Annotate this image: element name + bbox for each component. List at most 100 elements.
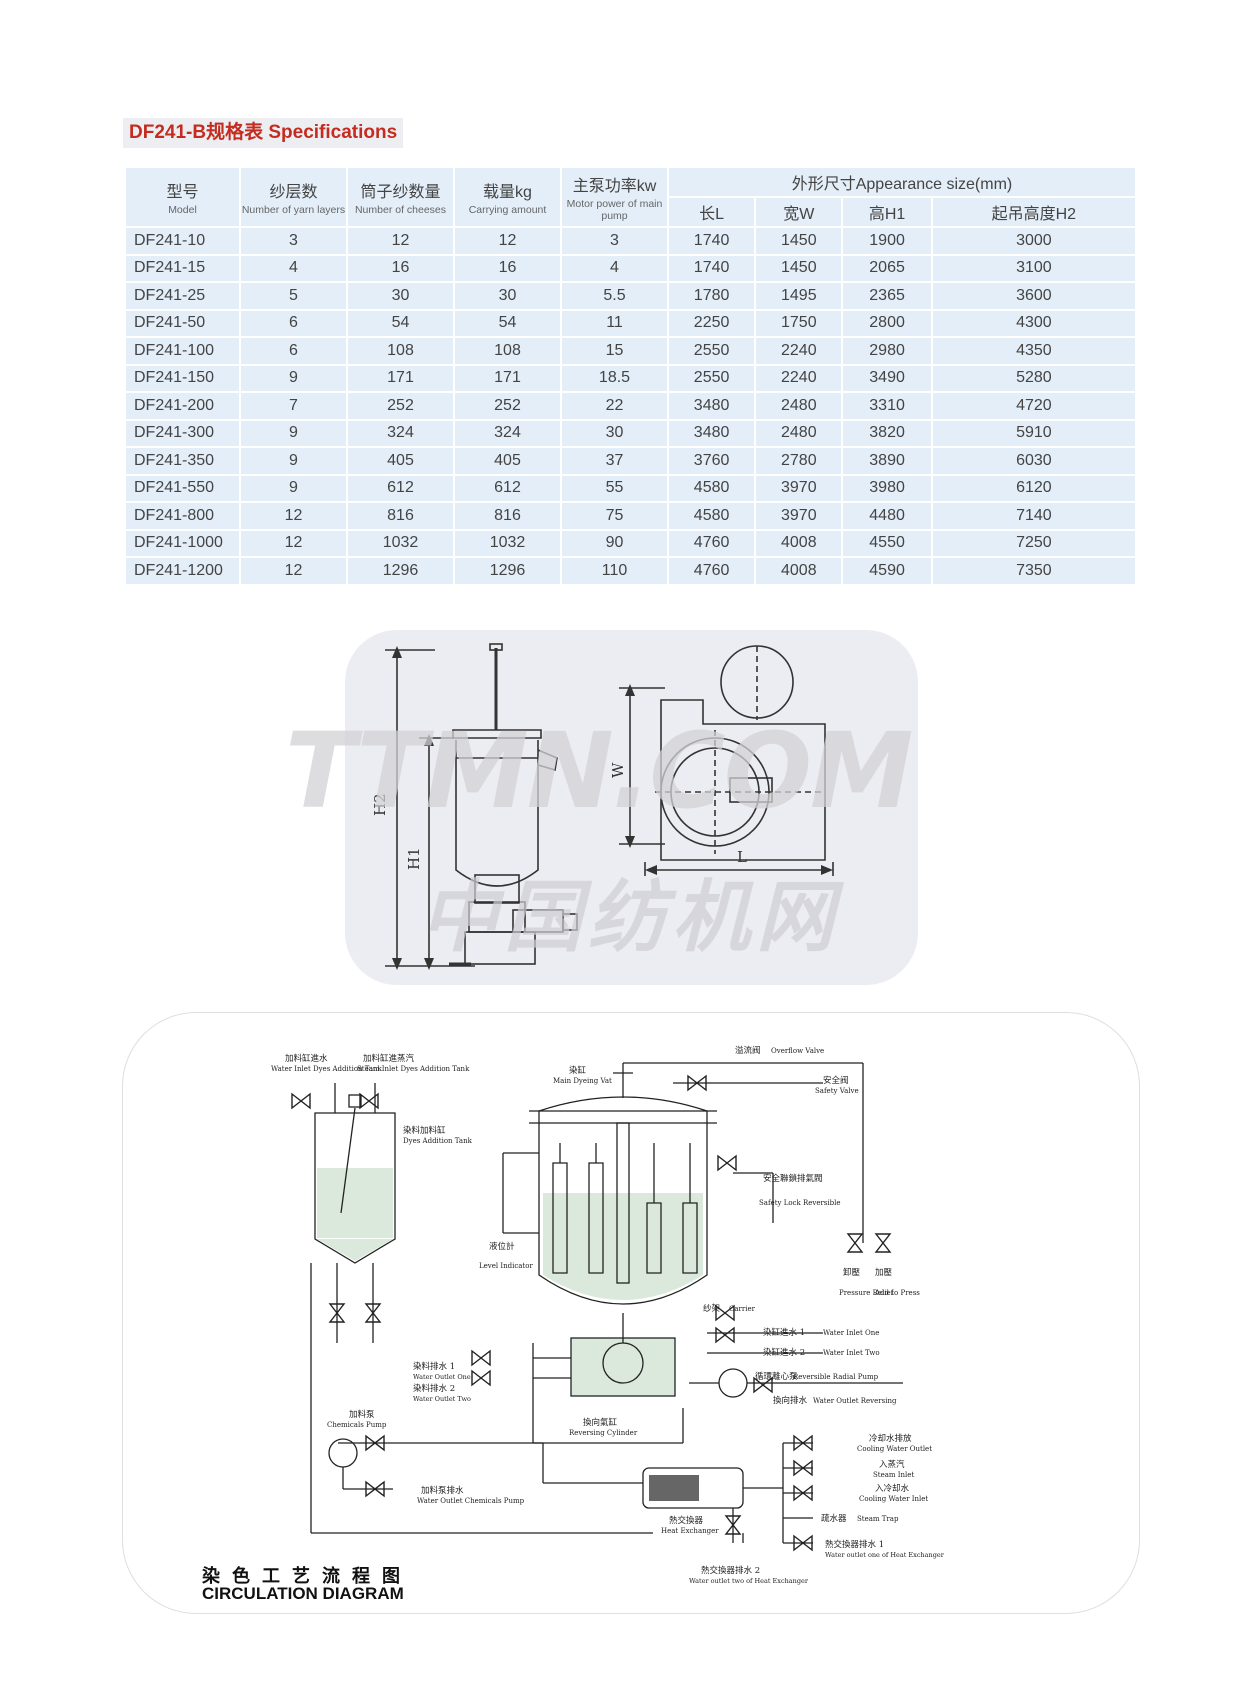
table-cell: 108 [348, 338, 453, 364]
diagram-caption-cn: 染色工艺流程图 [202, 1566, 412, 1587]
col-length: 长L [669, 198, 755, 226]
svg-text:Safety Valve: Safety Valve [815, 1087, 859, 1095]
table-cell: 5 [241, 283, 346, 309]
svg-text:染料排水 2: 染料排水 2 [413, 1383, 455, 1394]
table-cell: 4550 [843, 530, 931, 556]
table-cell: 2550 [669, 365, 755, 391]
col-width: 宽W [756, 198, 842, 226]
machine-drawing-panel: H2 H1 W L [345, 630, 918, 985]
svg-text:染料加料缸: 染料加料缸 [403, 1125, 446, 1136]
lbl-radial-pump-cn: 循環離心泵 [755, 1371, 798, 1382]
table-cell: 12 [455, 228, 560, 254]
lbl-steam-inlet-dyes-en: Steam Inlet Dyes Addition Tank [357, 1065, 470, 1073]
table-cell: 2980 [843, 338, 931, 364]
table-cell: 3970 [756, 475, 842, 501]
table-cell: 3970 [756, 503, 842, 529]
lbl-rev-cyl-en: Reversing Cylinder [569, 1429, 638, 1437]
lbl-outlet-reversing-cn: 換向排水 [773, 1395, 808, 1406]
spec-title: DF241-B规格表 Specifications [123, 118, 404, 148]
table-cell: 4760 [669, 558, 755, 584]
lbl-carrier-en: Carrier [729, 1305, 756, 1313]
svg-text:Water Inlet Two: Water Inlet Two [823, 1349, 880, 1357]
table-cell: 612 [348, 475, 453, 501]
svg-text:Steam Trap: Steam Trap [857, 1515, 899, 1523]
col-size: 外形尺寸Appearance size(mm) [669, 168, 1135, 196]
table-cell: 4 [241, 255, 346, 281]
table-cell: 1032 [348, 530, 453, 556]
table-cell: 7 [241, 393, 346, 419]
table-cell: 5910 [932, 420, 1135, 446]
lbl-main-vat-en: Main Dyeing Vat [553, 1077, 612, 1085]
svg-text:Add to Press: Add to Press [874, 1289, 920, 1297]
svg-text:Water Inlet Dyes Addition Tank: Water Inlet Dyes Addition Tank [271, 1065, 383, 1073]
lbl-water-inlet-dyes-en: Water Inlet Dyes Addition Tank [271, 1065, 383, 1073]
label-h1: H1 [405, 847, 423, 870]
table-cell: 12 [241, 503, 346, 529]
table-cell: 2550 [669, 338, 755, 364]
lbl-dye-outlet-two-cn: 染料排水 2 [413, 1383, 455, 1394]
lbl-steam-inlet-en: Steam Inlet [873, 1471, 914, 1479]
svg-text:加料缸進蒸汽: 加料缸進蒸汽 [363, 1053, 415, 1064]
table-cell: 54 [348, 310, 453, 336]
table-cell: 2480 [756, 420, 842, 446]
table-cell: 252 [348, 393, 453, 419]
lbl-hx-outlet-one-en: Water outlet one of Heat Exchanger [825, 1551, 945, 1559]
table-cell: 2240 [756, 365, 842, 391]
cell-model: DF241-100 [126, 338, 239, 364]
table-cell: 108 [455, 338, 560, 364]
table-cell: 6 [241, 310, 346, 336]
table-cell: 252 [455, 393, 560, 419]
svg-text:Water Outlet Two: Water Outlet Two [413, 1395, 471, 1403]
lbl-cooling-outlet-cn: 冷却水排放 [869, 1433, 912, 1444]
table-cell: 324 [455, 420, 560, 446]
lbl-carrier-cn: 纱架 [703, 1304, 721, 1314]
table-cell: 7350 [932, 558, 1135, 584]
table-cell: 1780 [669, 283, 755, 309]
lbl-relief-en: Pressure Relief [839, 1289, 895, 1297]
label-l: L [737, 848, 747, 866]
lbl-dyes-tank-en: Dyes Addition Tank [403, 1137, 473, 1145]
svg-text:Steam Inlet: Steam Inlet [873, 1471, 914, 1479]
circulation-diagram: 加料缸進水 Water Inlet Dyes Addition Tank 加料缸… [271, 1045, 945, 1585]
lbl-level-cn: 液位計 [489, 1241, 515, 1252]
svg-text:Chemicals Pump: Chemicals Pump [327, 1421, 387, 1429]
lbl-safety-en: Safety Valve [815, 1087, 859, 1095]
table-cell: 4008 [756, 530, 842, 556]
table-cell: 3600 [932, 283, 1135, 309]
table-cell: 3 [562, 228, 667, 254]
lbl-cooling-inlet-en: Cooling Water Inlet [859, 1495, 928, 1503]
table-cell: 22 [562, 393, 667, 419]
table-cell: 3 [241, 228, 346, 254]
lbl-main-vat-cn: 染缸 [569, 1065, 587, 1076]
table-cell: 30 [562, 420, 667, 446]
lbl-hx-cn: 熱交換器 [669, 1515, 704, 1526]
svg-text:液位計: 液位計 [489, 1241, 515, 1252]
svg-text:Cooling Water Outlet: Cooling Water Outlet [857, 1445, 932, 1453]
table-cell: 3100 [932, 255, 1135, 281]
table-cell: 5280 [932, 365, 1135, 391]
lbl-dye-outlet-one-cn: 染料排水 1 [413, 1361, 455, 1372]
table-cell: 11 [562, 310, 667, 336]
lbl-safety-lock-cn: 安全聯鎖排氣閥 [763, 1173, 823, 1184]
lbl-steam-trap-en: Steam Trap [857, 1515, 899, 1523]
lbl-outlet-reversing-en: Water Outlet Reversing [813, 1397, 897, 1405]
svg-text:入冷却水: 入冷却水 [875, 1483, 910, 1494]
table-cell: 3310 [843, 393, 931, 419]
table-cell: 1740 [669, 228, 755, 254]
table-cell: 171 [455, 365, 560, 391]
lbl-overflow-cn: 溢流阀 [735, 1045, 761, 1056]
lbl-level-en: Level Indicator [479, 1262, 533, 1270]
svg-text:Water Inlet One: Water Inlet One [823, 1329, 879, 1337]
table-cell: 18.5 [562, 365, 667, 391]
lbl-inlet-two-cn: 染缸進水 2 [763, 1347, 805, 1358]
svg-text:Pressure Relief: Pressure Relief [839, 1289, 895, 1297]
table-cell: 2800 [843, 310, 931, 336]
table-cell: 30 [455, 283, 560, 309]
